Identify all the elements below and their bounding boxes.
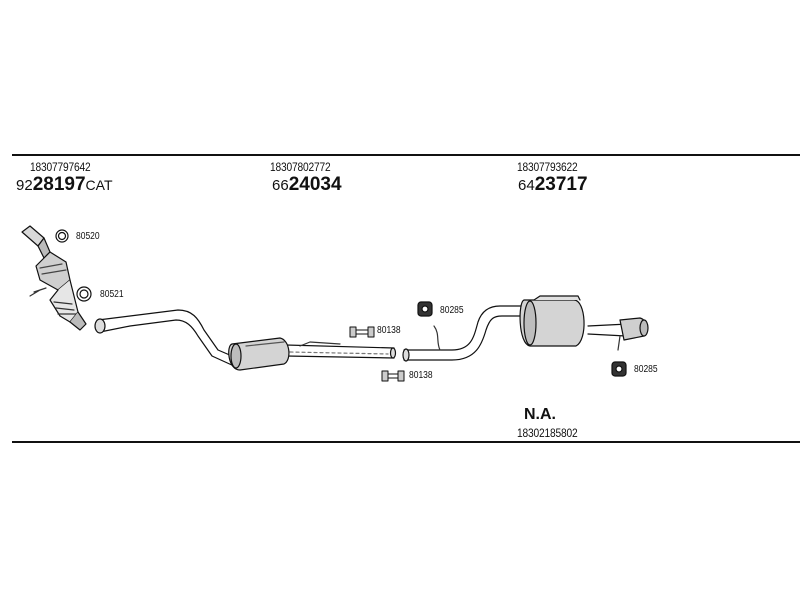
part-number-bottom: 18302185802 xyxy=(517,426,578,440)
clamp-upper xyxy=(349,326,375,338)
order-code-prefix: 92 xyxy=(16,177,33,194)
order-code-main: 23717 xyxy=(534,174,588,195)
rubber-hanger-rear xyxy=(611,361,627,377)
order-code-suffix: CAT xyxy=(85,177,113,193)
order-code-middle: 6624034 xyxy=(272,174,342,196)
hanger-mid-label: 80285 xyxy=(440,305,464,316)
order-code-prefix: 66 xyxy=(272,177,289,194)
bottom-divider xyxy=(12,441,800,443)
order-code-front: 9228197CAT xyxy=(16,174,113,196)
clamp-lower-label: 80138 xyxy=(409,370,433,381)
part-number-rear: 18307793622 xyxy=(517,160,578,174)
order-code-rear: 6423717 xyxy=(518,174,588,196)
rear-pipe xyxy=(402,305,525,362)
order-code-main: 28197 xyxy=(32,174,86,195)
gasket-ring-top xyxy=(55,229,69,243)
part-number-middle: 18307802772 xyxy=(270,160,331,174)
gasket-ring-flange xyxy=(76,286,92,302)
middle-silencer xyxy=(228,337,290,371)
hanger-rear-label: 80285 xyxy=(634,364,658,375)
order-code-main: 24034 xyxy=(288,174,342,195)
gasket-top-label: 80520 xyxy=(76,231,100,242)
order-code-prefix: 64 xyxy=(518,177,535,194)
catalytic-converter xyxy=(21,225,87,331)
clamp-upper-label: 80138 xyxy=(377,325,401,336)
rear-silencer xyxy=(519,295,649,351)
part-number-front: 18307797642 xyxy=(30,160,91,174)
top-divider xyxy=(12,154,800,156)
rubber-hanger-mid xyxy=(417,301,433,317)
clamp-lower xyxy=(381,370,405,382)
not-available-label: N.A. xyxy=(524,406,556,423)
gasket-flange-label: 80521 xyxy=(100,289,124,300)
middle-pipe xyxy=(94,309,397,367)
